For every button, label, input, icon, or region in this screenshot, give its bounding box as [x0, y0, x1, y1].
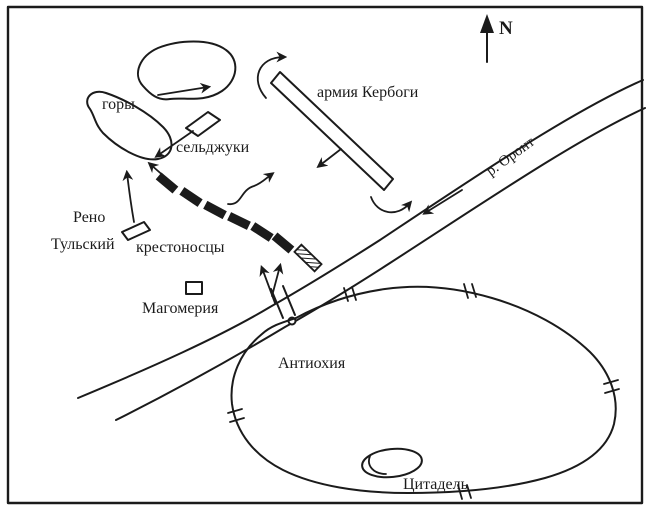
river-flow-arrow: [422, 189, 463, 215]
reno-arrow: [122, 169, 135, 223]
north-label: N: [499, 18, 513, 39]
gate-tick: [604, 388, 620, 394]
gate-tick: [229, 417, 245, 423]
crusader-unit-bar: [179, 187, 203, 207]
crusader-unit-bar: [203, 200, 227, 220]
wall-gate-marks: [227, 283, 620, 500]
gate-tick: [343, 287, 349, 302]
gate-tick: [227, 408, 243, 414]
mahomeria-symbol: [185, 281, 203, 295]
citadel: Цитадель: [361, 447, 468, 493]
seljuks-label: сельджуки: [176, 139, 250, 156]
north-arrow-head: [480, 14, 494, 33]
gate-tick: [457, 484, 463, 500]
reno-unit-symbol: [121, 221, 151, 241]
city-wall: [230, 285, 617, 494]
crusader-hatched-unit-bar: [293, 243, 323, 273]
reno-de-toul: Рено Тульский: [51, 169, 151, 253]
gate-tick: [603, 379, 619, 385]
crusader-left-arrow: [147, 161, 167, 179]
seljuk-unit-symbol: [185, 111, 221, 137]
citadel-label: Цитадель: [403, 476, 468, 493]
gate-tick: [466, 484, 472, 499]
seljuks: сельджуки: [154, 111, 250, 158]
citadel-oval: [361, 447, 423, 479]
crusader-unit-bar: [271, 232, 295, 254]
river-bank-upper: [77, 79, 644, 399]
mountain-ridge-upper: [137, 40, 237, 101]
gate-tick: [351, 286, 357, 301]
crusader-advance-arrow: [227, 172, 275, 205]
kerbogha-bottom-hook-arrow: [370, 196, 413, 214]
crusaders-label: крестоносцы: [136, 239, 225, 256]
gate-tick: [463, 283, 469, 299]
crusader-unit-bar: [155, 172, 179, 194]
antioch-label: Антиохия: [278, 355, 346, 372]
seljuk-arrow: [154, 130, 194, 158]
bridge: [259, 262, 297, 326]
crusader-line: крестоносцы: [136, 161, 323, 273]
mountains-label: горы: [102, 96, 135, 113]
map-border: [6, 5, 644, 505]
kerbogha-top-hook-arrow: [256, 51, 288, 99]
compass-north: N: [480, 14, 513, 63]
sortie-arrow-left: [259, 264, 276, 304]
sortie-arrow-right: [271, 262, 284, 297]
bridge-stroke: [282, 285, 296, 316]
gate-tick: [471, 283, 477, 298]
reno-label-line1: Рено: [73, 209, 105, 226]
mahomeria-label: Магомерия: [142, 300, 219, 317]
crusader-unit-bar: [250, 222, 274, 242]
kerbogha-flank-arrow: [316, 148, 342, 168]
citadel-inner-line: [368, 455, 387, 475]
kerbogha-army: армия Кербоги: [256, 51, 419, 214]
antioch-walls: Антиохия: [227, 283, 620, 500]
kerbogha-army-label: армия Кербоги: [317, 84, 419, 101]
river-bank-lower: [115, 107, 646, 421]
kerbogha-army-bar: [270, 71, 394, 191]
mountains-arrow: [157, 82, 212, 96]
reno-label-line2: Тульский: [51, 236, 115, 253]
crusader-unit-bar: [227, 212, 251, 230]
mahomeria: Магомерия: [142, 281, 219, 317]
